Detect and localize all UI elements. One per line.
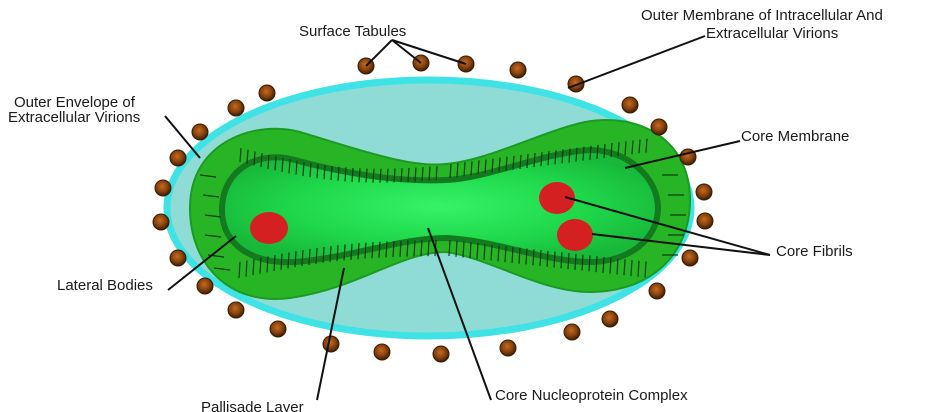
label-core-membrane: Core Membrane	[741, 128, 849, 145]
surface-tubule	[651, 119, 667, 135]
surface-tubule	[510, 62, 526, 78]
surface-tubule	[155, 180, 171, 196]
surface-tubule	[170, 150, 186, 166]
surface-tubule	[564, 324, 580, 340]
surface-tubule	[170, 250, 186, 266]
surface-tubule	[697, 213, 713, 229]
label-lateral-bodies: Lateral Bodies	[57, 277, 153, 294]
surface-tubule	[197, 278, 213, 294]
surface-tubule	[153, 214, 169, 230]
surface-tubule	[374, 344, 390, 360]
surface-tubule	[228, 100, 244, 116]
surface-tubule	[270, 321, 286, 337]
surface-tubule	[192, 124, 208, 140]
label-outer-envelope-line2: Extracellular Virions	[8, 109, 140, 126]
surface-tubule	[500, 340, 516, 356]
lateral-body	[250, 212, 288, 244]
label-core-nucleoprotein: Core Nucleoprotein Complex	[495, 387, 688, 404]
surface-tubule	[259, 85, 275, 101]
label-outer-membrane-line1: Outer Membrane of Intracellular And	[641, 7, 883, 24]
surface-tubule	[602, 311, 618, 327]
surface-tubule	[696, 184, 712, 200]
surface-tubule	[649, 283, 665, 299]
core-fibril-lower	[557, 219, 593, 251]
surface-tubule	[622, 97, 638, 113]
label-core-fibrils: Core Fibrils	[776, 243, 853, 260]
surface-tubule	[228, 302, 244, 318]
label-outer-membrane-line2: Extracellular Virions	[706, 25, 838, 42]
label-pallisade-layer: Pallisade Layer	[201, 399, 304, 412]
label-surface-tubules: Surface Tabules	[299, 23, 406, 40]
surface-tubule	[682, 250, 698, 266]
surface-tubule	[433, 346, 449, 362]
surface-tubule	[323, 336, 339, 352]
